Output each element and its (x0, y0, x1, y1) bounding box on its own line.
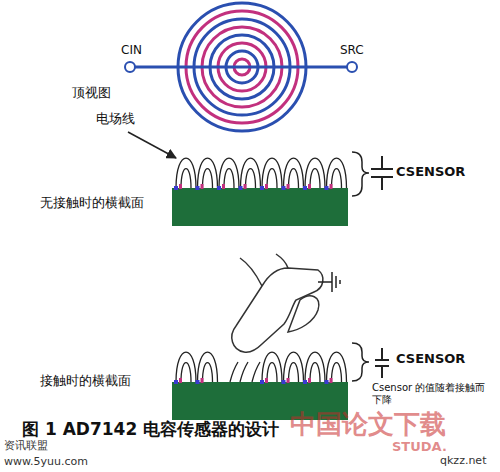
field-line (310, 363, 320, 382)
field-tip (287, 378, 290, 383)
field-line (241, 158, 261, 188)
field-line (332, 363, 342, 382)
field-line (305, 352, 325, 382)
view-label: 顶视图 (72, 86, 111, 101)
field-line (327, 352, 347, 382)
electrode (217, 186, 221, 190)
field-line (289, 363, 299, 382)
electrode (196, 186, 200, 190)
electrode (260, 380, 264, 384)
field-line (289, 169, 299, 188)
electrode (239, 186, 243, 190)
field-line (310, 169, 320, 188)
electrode (260, 186, 264, 190)
field-tip (330, 184, 333, 189)
field-line (176, 158, 196, 188)
cin-trace (135, 66, 242, 69)
field-tip (179, 378, 182, 383)
field-line (327, 158, 347, 188)
field-line (267, 169, 277, 188)
field-line (230, 362, 238, 382)
watermark: STUDA. (392, 440, 447, 455)
electrode (303, 186, 307, 190)
substrate-no-touch (172, 188, 348, 226)
callout-label: 电场线 (96, 112, 135, 127)
field-line (284, 352, 304, 382)
watermark: qkzz.net (440, 455, 486, 468)
field-line (246, 169, 256, 188)
field-tip (265, 378, 268, 383)
field-line (332, 169, 342, 188)
field-line (203, 169, 213, 188)
field-line (305, 158, 325, 188)
field-line (198, 352, 218, 382)
field-line (284, 158, 304, 188)
electrode (174, 380, 178, 384)
field-tip (330, 378, 333, 383)
field-tip (265, 184, 268, 189)
electrode (303, 380, 307, 384)
component-label: CSENSOR (396, 165, 465, 180)
src-terminal (347, 62, 357, 72)
finger (232, 254, 323, 352)
field-lines-no-touch (174, 158, 347, 190)
field-tip (179, 184, 182, 189)
src-trace (242, 66, 347, 69)
field-tip (287, 184, 290, 189)
field-line (181, 363, 191, 382)
section-label: 接触时的横截面 (40, 374, 131, 389)
field-tip (308, 378, 311, 383)
electrode (282, 380, 286, 384)
leader-line (128, 132, 176, 158)
cin-terminal (125, 62, 135, 72)
field-tip (308, 184, 311, 189)
field-line (240, 362, 248, 382)
field-tip (201, 378, 204, 383)
pin-name: CIN (121, 44, 142, 58)
figure-caption: 图 1 AD7142 电容传感器的设计 (22, 420, 279, 440)
field-line (176, 352, 196, 382)
ground-symbol (318, 272, 340, 292)
field-line (198, 158, 218, 188)
electrode (282, 186, 286, 190)
field-tip (222, 184, 225, 189)
bracket (352, 343, 369, 381)
field-line (267, 363, 277, 382)
field-line (262, 158, 282, 188)
field-tip (244, 184, 247, 189)
electrode (325, 380, 329, 384)
watermark: www.5yuu.com (4, 456, 88, 469)
component-label: CSENSOR (396, 352, 465, 367)
field-line (203, 363, 213, 382)
bracket (352, 152, 369, 196)
field-lines-touch (174, 352, 347, 384)
electrode (196, 380, 200, 384)
watermark: 中国论文下载 (290, 410, 446, 440)
field-line (181, 169, 191, 188)
section-label: 无接触时的横截面 (40, 196, 144, 211)
field-tip (201, 184, 204, 189)
electrode (174, 186, 178, 190)
pin-name: SRC (340, 44, 364, 58)
field-line (224, 169, 234, 188)
field-line (252, 362, 260, 382)
note: Csensor 的值随着接触而下降 (372, 382, 490, 405)
capacitor-symbol (375, 348, 389, 378)
electrode (325, 186, 329, 190)
watermark: 资讯联盟 (4, 440, 48, 453)
capacitor-symbol (371, 156, 393, 190)
field-line (219, 158, 239, 188)
field-line (262, 352, 282, 382)
